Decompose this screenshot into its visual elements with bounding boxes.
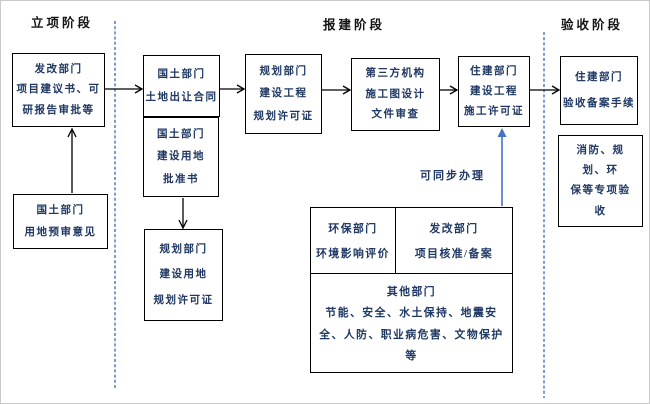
box-line: 发改部门 <box>34 63 83 75</box>
box-line: 住建部门 <box>470 65 518 77</box>
cell-huanbao-eia: 环保部门 环境影响评价 <box>311 208 396 274</box>
arrowhead <box>67 127 77 138</box>
phase-label-yanshou: 验收阶段 <box>561 18 624 32</box>
cell-line: 等 <box>405 350 418 363</box>
cell-line: 环保部门 <box>328 223 378 235</box>
arrowhead <box>236 84 246 94</box>
arrowhead-blue <box>497 128 507 137</box>
cell-line: 节能、安全、水土保持、地震安 <box>325 307 498 320</box>
box-zhujian-acceptance: 住建部门 验收备案手续 <box>560 56 638 125</box>
box-guotu-contract: 国土部门 土地出让合同 <box>143 55 220 117</box>
phase-label-baojian: 报建阶段 <box>323 18 386 32</box>
cell-line: 全、人防、职业病危害、文物保护 <box>319 328 504 341</box>
box-line: 国土部门 <box>36 205 85 217</box>
box-third-party-review: 第三方机构 施工图设计 文件审查 <box>351 58 440 131</box>
arrowhead <box>551 85 561 95</box>
box-guihua-land-permit: 规划部门 建设用地 规划许可证 <box>144 229 223 321</box>
box-line: 规划许可证 <box>153 294 214 306</box>
box-fagai-approval: 发改部门 项目建议书、可 研报告审批等 <box>12 53 105 127</box>
box-line: 消防、规 <box>576 145 625 157</box>
box-line: 项目建议书、可 <box>16 84 101 96</box>
cell-line: 其他部门 <box>386 285 437 298</box>
sync-note-label: 可同步办理 <box>420 170 485 182</box>
box-line: 第三方机构 <box>365 68 426 80</box>
cell-line: 发改部门 <box>429 223 479 235</box>
box-line: 建设工程 <box>259 88 308 100</box>
cell-fagai-record: 发改部门 项目核准/备案 <box>396 208 512 274</box>
arrowhead <box>134 84 144 94</box>
phase-label-lixiang: 立项阶段 <box>31 16 94 30</box>
box-line: 国土部门 <box>157 68 206 80</box>
cell-other-departments: 其他部门 节能、安全、水土保持、地震安 全、人防、职业病危害、文物保护 等 <box>311 274 512 372</box>
box-line: 规划部门 <box>159 244 208 256</box>
box-line: 国土部门 <box>157 129 205 141</box>
box-line: 研报告审批等 <box>22 105 95 117</box>
box-line: 批准书 <box>163 173 199 185</box>
box-line: 用地预审意见 <box>24 226 97 238</box>
box-line: 规划许可证 <box>253 110 314 122</box>
box-line: 规划部门 <box>259 66 308 78</box>
box-line: 建设用地 <box>157 151 205 163</box>
box-guotu-land-approval: 国土部门 建设用地 批准书 <box>143 117 219 197</box>
box-guotu-preview: 国土部门 用地预审意见 <box>13 194 108 249</box>
box-line: 住建部门 <box>575 71 623 83</box>
box-line: 土地出让合同 <box>145 92 218 104</box>
box-line: 建设用地 <box>159 269 208 281</box>
parallel-group-table: 环保部门 环境影响评价 发改部门 项目核准/备案 其他部门 节能、安全、水土保持… <box>310 207 513 373</box>
box-line: 施工图设计 <box>365 88 426 100</box>
cell-line: 环境影响评价 <box>316 248 390 260</box>
box-line: 收 <box>594 205 607 217</box>
arrowhead <box>178 219 188 230</box>
box-line: 建设工程 <box>470 85 518 97</box>
box-line: 验收备案手续 <box>563 97 635 109</box>
cell-line: 项目核准/备案 <box>414 248 494 260</box>
box-line: 保等专项验 <box>570 185 631 197</box>
box-zhujian-construction-permit: 住建部门 建设工程 施工许可证 <box>458 56 530 127</box>
arrowhead <box>342 85 352 95</box>
box-line: 划、环 <box>582 165 619 177</box>
box-special-acceptance: 消防、规 划、环 保等专项验 收 <box>558 135 643 227</box>
box-line: 施工许可证 <box>464 105 524 117</box>
box-guihua-project-permit: 规划部门 建设工程 规划许可证 <box>245 54 322 134</box>
box-line: 文件审查 <box>371 109 420 121</box>
arrowhead <box>449 85 459 95</box>
